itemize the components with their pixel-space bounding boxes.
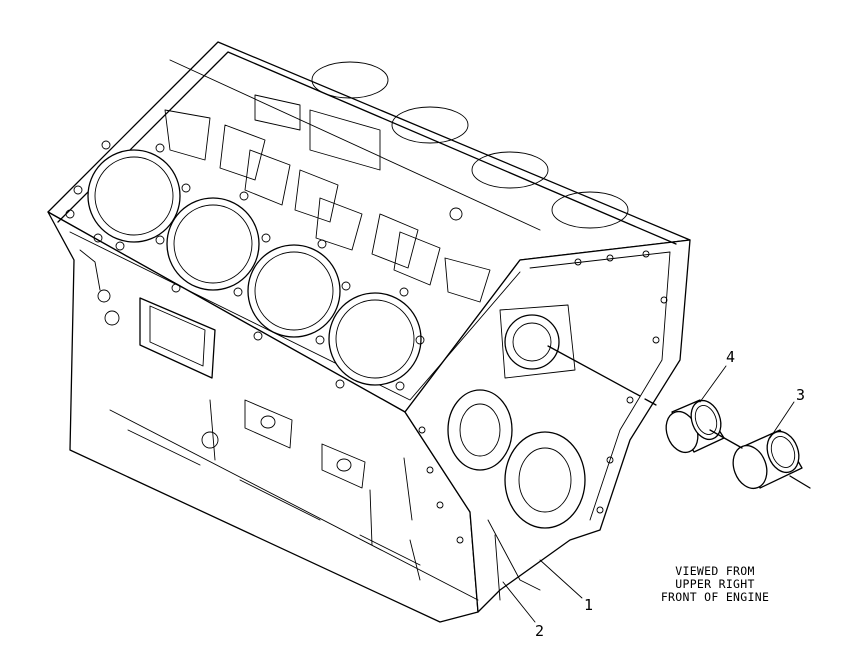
bore-ring-3	[247, 244, 341, 338]
rear-bank-bores	[311, 61, 629, 229]
side-face-features	[79, 249, 479, 601]
bearing-4-front-face	[690, 399, 722, 441]
rear-bore-1	[311, 61, 389, 99]
axis-line-b	[709, 429, 743, 449]
crankshaft-bore	[518, 447, 572, 513]
deck-inner-edge	[69, 231, 521, 401]
bore-2	[173, 204, 253, 284]
bore-ring-1	[87, 149, 181, 243]
rear-bore-2	[391, 106, 469, 144]
caption-line-1: VIEWED FROM	[675, 564, 755, 578]
rear-bore-3	[471, 151, 549, 189]
bearing-3-front-face	[766, 430, 800, 474]
caption-line-3: FRONT OF ENGINE	[660, 590, 770, 604]
view-orientation-caption: VIEWED FROM UPPER RIGHT FRONT OF ENGINE	[630, 565, 800, 604]
block-front-face	[404, 239, 691, 613]
axis-line-a	[547, 345, 641, 397]
crankshaft-bore-boss	[504, 431, 586, 529]
bore-ring-4	[328, 292, 422, 386]
side-cover-plate	[139, 297, 216, 379]
axis-dash	[644, 398, 657, 406]
leader-3	[769, 401, 795, 439]
callout-4: 4	[726, 348, 735, 366]
leader-4	[699, 365, 727, 403]
rear-bore-4	[551, 191, 629, 229]
axis-line-c	[789, 475, 811, 489]
callout-1: 1	[584, 596, 593, 614]
caption-line-2: UPPER RIGHT	[675, 577, 755, 591]
cylinder-block	[47, 41, 691, 623]
deck-center-ridge	[169, 59, 541, 231]
callout-2: 2	[535, 622, 544, 640]
front-face-features	[418, 250, 671, 601]
camshaft-bearing-4	[665, 399, 725, 454]
bore-ring-2	[166, 197, 260, 291]
bore-3	[254, 251, 334, 331]
camshaft-bearing-3	[732, 429, 803, 490]
leader-2	[502, 581, 536, 623]
valley-ports	[164, 94, 491, 303]
idler-boss	[447, 389, 513, 471]
camshaft-bore	[512, 322, 552, 362]
bore-1	[94, 156, 174, 236]
front-bank-bores	[87, 149, 422, 386]
leader-1	[539, 559, 583, 599]
leader-lines	[502, 365, 795, 623]
bore-4	[335, 299, 415, 379]
callout-3: 3	[796, 386, 805, 404]
bearing-3-rear-face	[732, 444, 768, 490]
deck-bolt-holes	[65, 140, 463, 391]
